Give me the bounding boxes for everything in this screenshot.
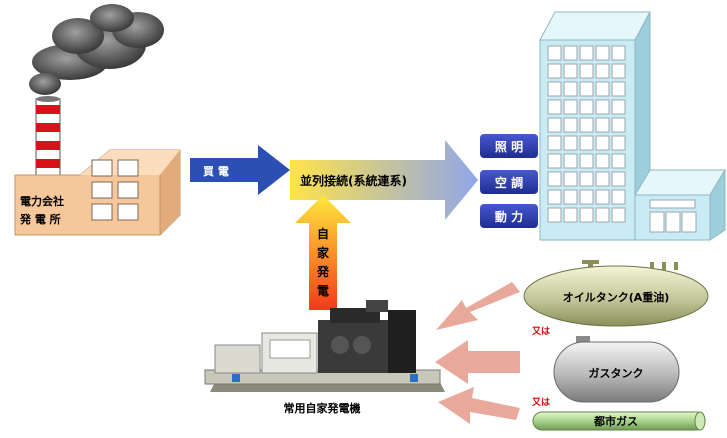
building-window (611, 207, 626, 223)
load-box-air-conditioning (480, 170, 538, 194)
power-plant: 電力会社 発 電 所 (14, 149, 181, 236)
generator-label: 常用自家発電機 (284, 401, 361, 415)
gas-tank-label: ガスタンク (589, 366, 644, 380)
building-window (611, 45, 626, 61)
building-window (547, 99, 562, 115)
smoke-cloud (29, 4, 164, 95)
city-gas-pipe: 都市ガス (532, 411, 706, 431)
purchase-arrow: 買 電 (190, 145, 290, 195)
building-window (563, 153, 578, 169)
building-window (611, 153, 626, 169)
building-window (595, 117, 610, 133)
building-window (547, 207, 562, 223)
load-lighting-label: 照 明 (495, 139, 523, 154)
building-window (579, 207, 594, 223)
building-window (547, 189, 562, 205)
building-window (611, 189, 626, 205)
building-window (595, 45, 610, 61)
building-window (595, 99, 610, 115)
fuel-arrows (435, 282, 520, 424)
building-window (563, 135, 578, 151)
building-window (611, 117, 626, 133)
gas-tank: ガスタンク (553, 336, 680, 403)
office-building (539, 11, 726, 241)
city-gas-label: 都市ガス (593, 414, 638, 428)
load-power-label: 動 力 (495, 209, 523, 224)
building-window (579, 153, 594, 169)
building-window (595, 189, 610, 205)
building-window (563, 207, 578, 223)
building-window (595, 171, 610, 187)
building-window (611, 63, 626, 79)
building-window (579, 135, 594, 151)
self-gen-char-4: 電 (317, 284, 329, 298)
building-window (595, 207, 610, 223)
building-window (579, 171, 594, 187)
building-window (595, 63, 610, 79)
self-gen-char-2: 家 (317, 245, 330, 260)
parallel-connection-arrow: 並列接続(系統連系) (290, 140, 478, 220)
building-window (547, 153, 562, 169)
building-window (579, 189, 594, 205)
building-window (547, 63, 562, 79)
or-label-1: 又は (531, 326, 550, 337)
building-window (563, 63, 578, 79)
load-box-power (480, 204, 538, 228)
self-generation-arrow: 自 家 発 電 (295, 195, 351, 310)
building-window (563, 117, 578, 133)
building-window (595, 153, 610, 169)
load-air-conditioning-label: 空 調 (495, 175, 523, 190)
parallel-connection-label: 並列接続(系統連系) (300, 173, 407, 188)
building-window (547, 117, 562, 133)
fuel-arrow-city-gas (438, 387, 520, 424)
building-window (563, 81, 578, 97)
self-gen-char-3: 発 (316, 264, 330, 279)
load-boxes: 照 明 空 調 動 力 (480, 134, 538, 228)
fuel-arrow-oil (436, 282, 520, 330)
building-window (579, 45, 594, 61)
chimney (35, 96, 61, 176)
building-window (563, 45, 578, 61)
oil-tank: オイルタンク(A重油) (523, 260, 709, 327)
generator: 常用自家発電機 (204, 300, 445, 415)
building-window (611, 99, 626, 115)
building-window (547, 135, 562, 151)
building-window (547, 45, 562, 61)
building-window (563, 99, 578, 115)
building-window (595, 135, 610, 151)
building-window (611, 171, 626, 187)
building-window (579, 99, 594, 115)
building-window (579, 117, 594, 133)
power-station-label: 発 電 所 (19, 212, 61, 226)
oil-tank-label: オイルタンク(A重油) (563, 290, 670, 304)
building-window (579, 63, 594, 79)
self-gen-char-1: 自 (317, 226, 329, 241)
purchase-label: 買 電 (203, 165, 229, 178)
building-window (595, 81, 610, 97)
building-window (563, 189, 578, 205)
or-label-2: 又は (531, 397, 550, 408)
building-window (611, 135, 626, 151)
fuel-arrow-gas (435, 340, 520, 384)
building-window (547, 81, 562, 97)
building-window (611, 81, 626, 97)
building-window (563, 171, 578, 187)
load-box-lighting (480, 134, 538, 158)
power-company-label: 電力会社 (20, 194, 64, 208)
building-window (579, 81, 594, 97)
building-window (547, 171, 562, 187)
